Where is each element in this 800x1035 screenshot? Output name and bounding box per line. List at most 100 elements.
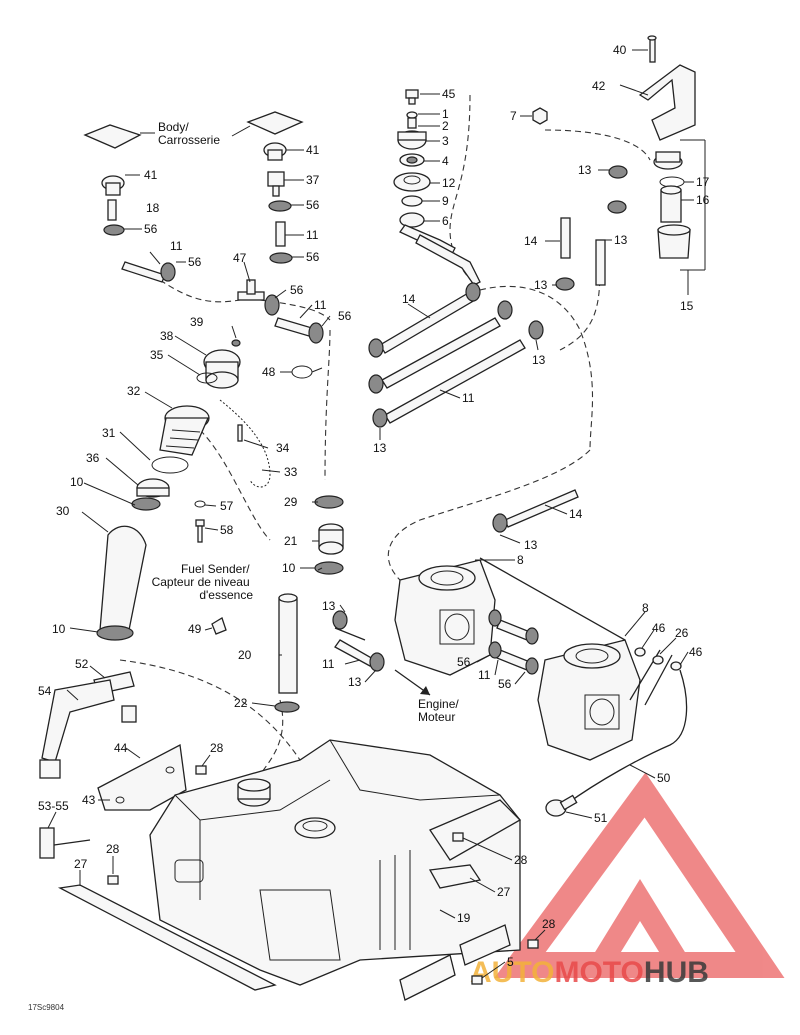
screw-28b: [107, 875, 119, 885]
callout-37: 37: [306, 173, 320, 187]
callout-14-long: 14: [402, 292, 416, 306]
filler-cap: [203, 349, 241, 389]
clamp-t-right-end: [308, 322, 324, 344]
callout-11-carb-left: 11: [322, 657, 335, 671]
callout-30: 30: [56, 504, 70, 518]
cap-gasket: [196, 372, 218, 384]
callout-56-right-upper: 56: [306, 198, 320, 212]
callout-13-carb-left: 13: [322, 599, 336, 613]
watermark-hub: HUB: [644, 956, 709, 989]
callout-29: 29: [284, 495, 298, 509]
fuel-sender-unit: [278, 593, 298, 694]
callout-11-t: 11: [314, 298, 327, 312]
engine-arrow: [394, 669, 431, 696]
callout-20: 20: [238, 648, 252, 662]
bolt-40: [647, 35, 657, 63]
note-fuel-sender-line2: Capteur de niveau: [152, 575, 250, 589]
screw-5: [471, 975, 483, 985]
clamp-filter-top: [608, 165, 628, 179]
callout-53-55: 53-55: [38, 799, 69, 813]
callout-13-mid-left: 13: [373, 441, 387, 455]
callout-8-rear: 8: [642, 601, 649, 615]
callout-27-right: 27: [497, 885, 511, 899]
callout-31: 31: [102, 426, 116, 440]
clamp-sender: [314, 561, 344, 575]
callout-9: 9: [442, 194, 449, 208]
note-engine-line2: Moteur: [418, 710, 455, 724]
check-valve-left: [107, 199, 117, 221]
note-fuel-sender: Fuel Sender/ Capteur de niveau d'essence: [152, 562, 254, 602]
clamp-mid-4: [465, 282, 481, 302]
carburetor-rear: [537, 639, 641, 761]
callout-56-left-hose: 56: [188, 255, 202, 269]
vent-valve: [267, 171, 285, 197]
callout-34: 34: [276, 441, 290, 455]
callout-28-bottom: 28: [542, 917, 556, 931]
clamp-mid-6: [528, 320, 544, 340]
clamp-13-right: [555, 277, 575, 291]
callout-35: 35: [150, 348, 164, 362]
callout-5: 5: [507, 955, 514, 969]
rivet-58: [195, 519, 205, 543]
body-plate-left: [83, 124, 142, 149]
pump-diaphragm: [399, 153, 425, 167]
tie-strap: [291, 365, 323, 379]
clamp-t-right: [264, 294, 280, 316]
callout-27-left: 27: [74, 857, 88, 871]
callout-10-filler-lower: 10: [52, 622, 66, 636]
watermark-text: AUTOMOTOHUB: [470, 956, 709, 989]
clamp-left-lower: [160, 262, 176, 282]
callout-45: 45: [442, 87, 456, 101]
clamp-mid-5: [497, 300, 513, 320]
washer-57: [194, 500, 206, 508]
pump-cap: [397, 130, 427, 150]
callout-28-upper: 28: [210, 741, 224, 755]
short-hose-right: [275, 221, 286, 247]
callout-52: 52: [75, 657, 89, 671]
callout-16: 16: [696, 193, 710, 207]
callout-44: 44: [114, 741, 128, 755]
cap-pin: [231, 339, 241, 347]
screw-28d: [527, 939, 539, 949]
callout-11-long: 11: [462, 391, 475, 405]
hose-11-long-upper: [381, 317, 501, 389]
choke-knob: [545, 794, 578, 817]
callout-4: 4: [442, 154, 449, 168]
callout-48: 48: [262, 365, 276, 379]
hose-13-vertical: [595, 239, 606, 286]
screw-28a: [195, 765, 207, 775]
callout-40: 40: [613, 43, 627, 57]
callout-18: 18: [146, 201, 160, 215]
callout-41-right: 41: [306, 143, 320, 157]
callout-12: 12: [442, 176, 456, 190]
callout-56-t: 56: [290, 283, 304, 297]
callout-17: 17: [696, 175, 710, 189]
callout-10-neck: 10: [70, 475, 84, 489]
chain-screw: [237, 424, 243, 442]
callout-33: 33: [284, 465, 298, 479]
callout-54: 54: [38, 684, 52, 698]
pump-body: [393, 172, 431, 192]
callout-51: 51: [594, 811, 608, 825]
hose-11-long-lower: [384, 339, 526, 424]
throttle-cable: [564, 669, 688, 806]
callout-21: 21: [284, 534, 298, 548]
t-fitting: [237, 279, 265, 301]
screw-53-55: [39, 827, 91, 859]
watermark-moto: MOTO: [554, 956, 643, 989]
tank-bracket-left: [97, 743, 187, 811]
part-1-2: [406, 111, 418, 129]
clamp-neck: [131, 497, 161, 511]
callout-26: 26: [675, 626, 689, 640]
callout-13-carb-top: 13: [524, 538, 538, 552]
callout-28-right: 28: [514, 853, 528, 867]
callout-42: 42: [592, 79, 606, 93]
note-fuel-sender-line3: d'essence: [199, 588, 253, 602]
note-body: Body/ Carrosserie: [158, 120, 220, 147]
callout-56-carb-b: 56: [498, 677, 512, 691]
callout-38: 38: [160, 329, 174, 343]
tank-bracket-right: [429, 799, 522, 861]
note-body-line2: Carrosserie: [158, 133, 220, 147]
callout-13-carb-bottom: 13: [348, 675, 362, 689]
filter-head: [653, 151, 683, 170]
